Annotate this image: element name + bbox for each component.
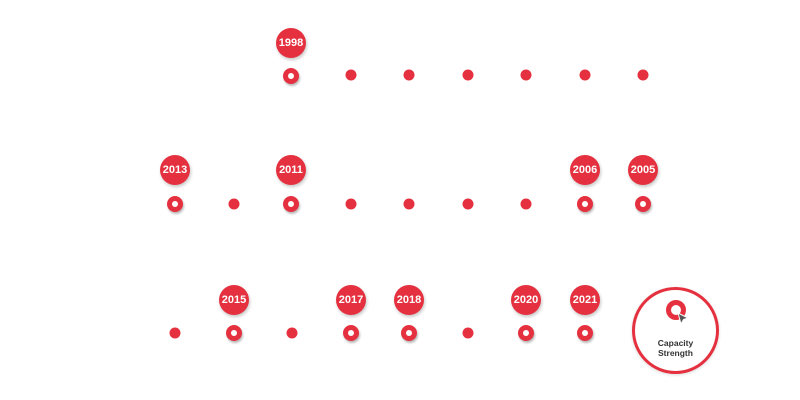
badge-label-capacity: Capacity: [657, 338, 694, 348]
timeline-marker-2018: [401, 325, 417, 341]
year-badge-2020: 2020: [511, 285, 541, 315]
capacity-strength-badge: Capacity Strength: [632, 287, 719, 374]
year-badge-1998: 1998: [276, 28, 306, 58]
q-cursor-icon: [666, 300, 690, 326]
timeline-dot: [637, 69, 649, 81]
timeline-marker-2017: [343, 325, 359, 341]
timeline-dot: [579, 69, 591, 81]
timeline-dot: [403, 198, 415, 210]
timeline-marker-2020: [518, 325, 534, 341]
badge-label-strength: Strength: [658, 348, 693, 358]
year-badge-2013: 2013: [160, 155, 190, 185]
timeline-dot: [462, 69, 474, 81]
year-badge-2005: 2005: [628, 155, 658, 185]
timeline-dot: [228, 198, 240, 210]
timeline-marker-2021: [577, 325, 593, 341]
timeline-marker-2011: [283, 196, 299, 212]
timeline-dot: [462, 327, 474, 339]
timeline-dot: [169, 327, 181, 339]
year-badge-2006: 2006: [570, 155, 600, 185]
timeline-dot: [286, 327, 298, 339]
year-badge-2021: 2021: [570, 285, 600, 315]
timeline-marker-2015: [226, 325, 242, 341]
timeline-marker-2006: [577, 196, 593, 212]
timeline-dot: [462, 198, 474, 210]
timeline-dot: [345, 69, 357, 81]
timeline-marker-2005: [635, 196, 651, 212]
timeline-dot: [520, 69, 532, 81]
timeline-marker-1998: [283, 68, 299, 84]
timeline-marker-2013: [167, 196, 183, 212]
timeline-dot: [345, 198, 357, 210]
year-badge-2011: 2011: [276, 155, 306, 185]
year-badge-2018: 2018: [394, 285, 424, 315]
year-badge-2015: 2015: [219, 285, 249, 315]
timeline-dot: [520, 198, 532, 210]
timeline-dot: [403, 69, 415, 81]
year-badge-2017: 2017: [336, 285, 366, 315]
